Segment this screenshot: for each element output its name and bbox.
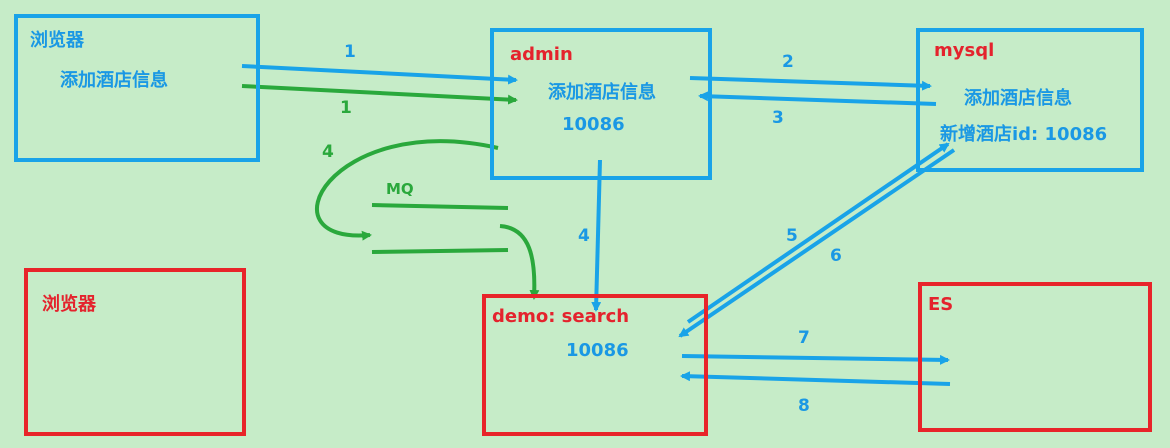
arrow-1-green xyxy=(241,84,518,105)
browser-bottom-box xyxy=(24,268,246,436)
es-title: ES xyxy=(928,294,954,315)
search-id: 10086 xyxy=(566,340,629,361)
mq-label: MQ xyxy=(386,180,414,198)
step-1-blue-label: 1 xyxy=(344,42,356,62)
admin-id: 10086 xyxy=(562,114,625,135)
arrow-1-blue xyxy=(241,64,518,85)
arrow-mq-to-search xyxy=(499,224,540,300)
arrow-6 xyxy=(678,148,956,338)
admin-title: admin xyxy=(510,44,573,65)
arrow-2 xyxy=(689,76,932,91)
admin-box xyxy=(490,28,712,180)
arrow-4-blue xyxy=(591,159,602,312)
step-4-green-label: 4 xyxy=(322,142,334,162)
arrow-3 xyxy=(698,91,937,106)
mq-line-bottom xyxy=(371,248,509,254)
arrow-8 xyxy=(680,371,951,386)
admin-text: 添加酒店信息 xyxy=(548,82,656,103)
search-title: demo: search xyxy=(492,306,630,327)
browser-top-text: 添加酒店信息 xyxy=(60,70,168,91)
step-8-label: 8 xyxy=(798,396,810,416)
arrow-7 xyxy=(681,354,950,365)
browser-bottom-title: 浏览器 xyxy=(42,294,96,315)
mysql-id-line: 新增酒店id: 10086 xyxy=(940,124,1108,145)
mysql-text: 添加酒店信息 xyxy=(964,88,1072,109)
browser-top-title: 浏览器 xyxy=(30,30,84,51)
arrow-4-green xyxy=(314,139,499,241)
es-box xyxy=(918,282,1152,432)
browser-top-box xyxy=(14,14,260,162)
step-7-label: 7 xyxy=(798,328,810,348)
step-5-label: 5 xyxy=(786,226,798,246)
step-2-label: 2 xyxy=(782,52,794,72)
step-6-label: 6 xyxy=(830,246,842,266)
mq-line-top xyxy=(371,203,509,210)
step-4-blue-label: 4 xyxy=(578,226,590,246)
step-1-green-label: 1 xyxy=(340,98,352,118)
mysql-box xyxy=(916,28,1144,172)
search-box xyxy=(482,294,708,436)
arrow-5 xyxy=(686,142,950,324)
mysql-title: mysql xyxy=(934,40,995,61)
step-3-label: 3 xyxy=(772,108,784,128)
